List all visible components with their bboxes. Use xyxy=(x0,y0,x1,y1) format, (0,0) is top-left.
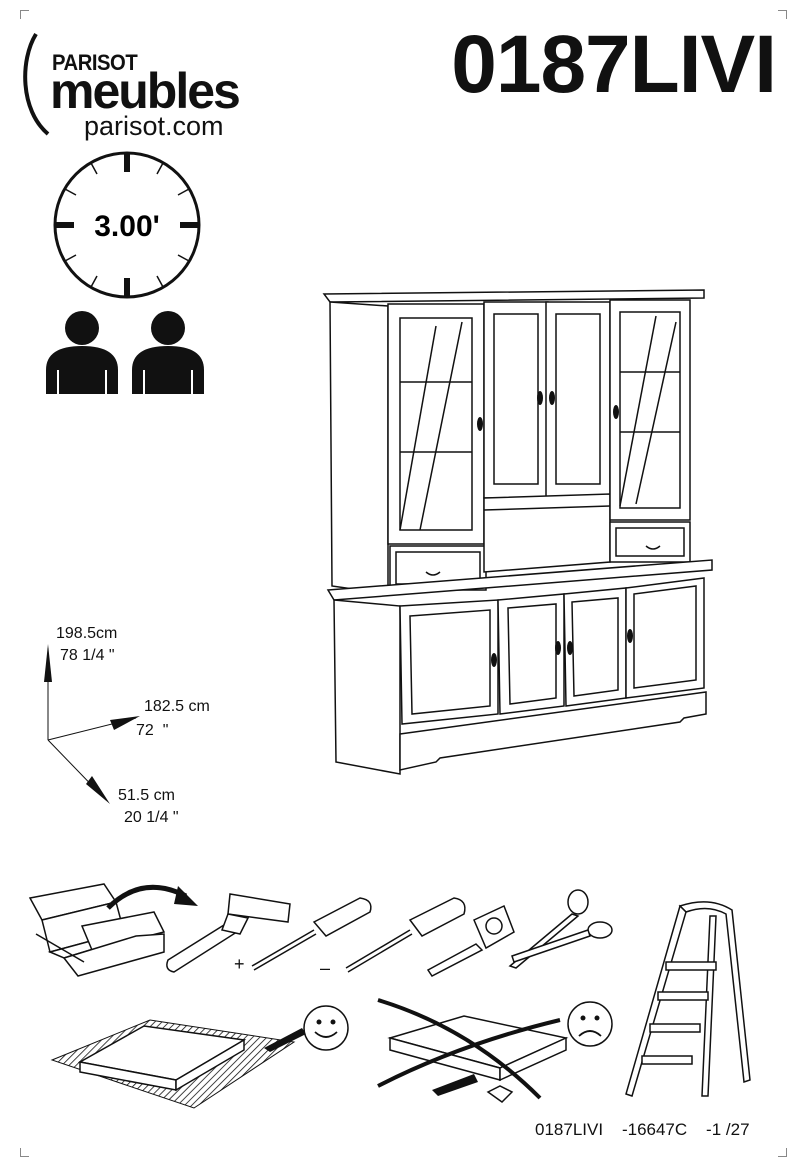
curved-arrow-icon xyxy=(106,884,198,910)
screwdriver-plus-icon xyxy=(251,897,372,971)
minus-label: – xyxy=(320,958,331,978)
stepladder-icon xyxy=(625,901,751,1097)
tape-measure-icon xyxy=(426,904,515,977)
crop-mark-bottom-right xyxy=(778,1148,787,1157)
width-cm: 182.5 cm xyxy=(144,698,210,715)
brand-url: parisot.com xyxy=(84,111,224,141)
product-code: 0187LIVI xyxy=(451,19,777,110)
sad-face-icon xyxy=(567,1001,613,1047)
crop-mark-top-left xyxy=(20,10,29,19)
arrow-icon xyxy=(264,1028,306,1052)
width-in: 72 " xyxy=(136,722,169,739)
height-cm: 198.5cm xyxy=(56,625,118,642)
footer-reference: 0187LIVI -16647C -1 /27 xyxy=(535,1120,750,1139)
happy-face-icon xyxy=(303,1005,349,1051)
clock-icon: 3.00' xyxy=(53,151,201,299)
depth-in: 20 1/4 " xyxy=(124,809,179,826)
plus-label: + xyxy=(234,954,245,974)
dimension-axes xyxy=(44,644,140,804)
brand-meubles: meubles xyxy=(50,63,241,119)
crop-mark-bottom-left xyxy=(20,1148,29,1157)
brand-parisot: PARISOT xyxy=(52,50,138,75)
screwdriver-minus-icon xyxy=(345,897,466,973)
good-surface-illustration xyxy=(50,1019,296,1109)
height-in: 78 1/4 " xyxy=(60,647,115,664)
assembly-time: 3.00' xyxy=(94,210,160,243)
depth-cm: 51.5 cm xyxy=(118,787,175,804)
cabinet-illustration xyxy=(322,289,713,775)
scissors-icon xyxy=(508,889,613,969)
hammer-icon xyxy=(166,893,291,973)
bad-surface-illustration xyxy=(377,998,569,1103)
logo-bracket-icon xyxy=(23,32,50,136)
crop-mark-top-right xyxy=(778,10,787,19)
two-persons-icon xyxy=(46,311,204,394)
